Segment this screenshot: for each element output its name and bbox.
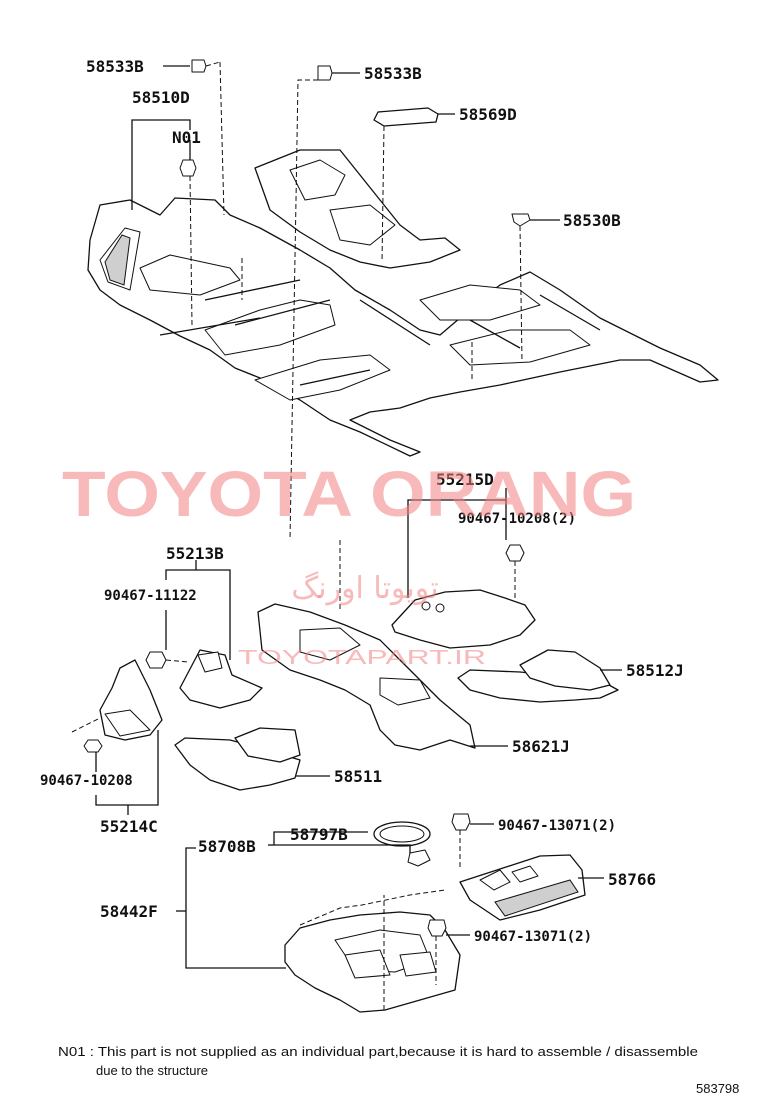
label-58766: 58766: [608, 870, 656, 889]
footnote-line-1: N01 : This part is not supplied as an in…: [58, 1044, 698, 1059]
clip-90467-10208-pair: [505, 544, 525, 562]
pad-58511: [174, 727, 330, 791]
label-58533b-left: 58533B: [86, 57, 144, 76]
footnote-line-2: due to the structure: [96, 1063, 208, 1078]
watermark-brand: TOYOTA ORANG: [62, 458, 636, 530]
nut-n01: [179, 159, 197, 177]
label-90467-13071-bottom: 90467-13071(2): [474, 929, 592, 945]
watermark-url: TOYOTAPART.IR: [238, 647, 486, 669]
rear-tray-58442f: [176, 847, 461, 1013]
label-90467-10208: 90467-10208: [40, 773, 133, 789]
label-58510d: 58510D: [132, 88, 190, 107]
clip-58530b: [511, 213, 531, 227]
label-58442f: 58442F: [100, 902, 158, 921]
part-labels: 58533B 58510D N01 58533B 58569D 58530B 5…: [40, 57, 684, 945]
top-leaders: [131, 59, 560, 541]
clip-58533b-left: [191, 59, 207, 73]
label-58797b: 58797B: [290, 825, 348, 844]
clip-90467-13071-bottom: [427, 919, 470, 985]
clip-90467-10208-single: [83, 739, 103, 753]
rear-floor-silencer-55215d: [391, 488, 536, 649]
label-n01: N01: [172, 128, 201, 147]
label-58533b-right: 58533B: [364, 64, 422, 83]
footnote: N01 : This part is not supplied as an in…: [58, 1044, 739, 1096]
document-id: 583798: [696, 1081, 739, 1096]
label-55213b: 55213B: [166, 544, 224, 563]
center-console-carpet-58621j: [257, 540, 508, 751]
label-58621j: 58621J: [512, 737, 570, 756]
label-90467-10208-2: 90467-10208(2): [458, 511, 576, 527]
floor-carpet-assembly: [87, 149, 719, 457]
clip-90467-11122: [145, 651, 167, 669]
label-58530b: 58530B: [563, 211, 621, 230]
clip-58708b: [407, 849, 431, 867]
clip-58533b-right: [317, 65, 333, 81]
label-55214c: 55214C: [100, 817, 158, 836]
watermark: TOYOTA ORANG تویوتا اورنگ TOYOTAPART.IR: [62, 458, 636, 669]
label-90467-11122: 90467-11122: [104, 588, 197, 604]
silencer-55214c: [71, 659, 163, 815]
label-58569d: 58569D: [459, 105, 517, 124]
cover-58569d: [373, 107, 439, 127]
label-90467-13071-top: 90467-13071(2): [498, 818, 616, 834]
tray-58766: [459, 854, 604, 921]
ring-58797b: [268, 821, 431, 867]
clip-90467-13071-top: [451, 813, 494, 870]
silencer-55213b: [145, 560, 263, 709]
label-58512j: 58512J: [626, 661, 684, 680]
label-55215d: 55215D: [436, 470, 494, 489]
watermark-persian: تویوتا اورنگ: [291, 571, 438, 606]
label-58511: 58511: [334, 767, 382, 786]
label-58708b: 58708B: [198, 837, 256, 856]
pad-58512j: [457, 649, 622, 703]
